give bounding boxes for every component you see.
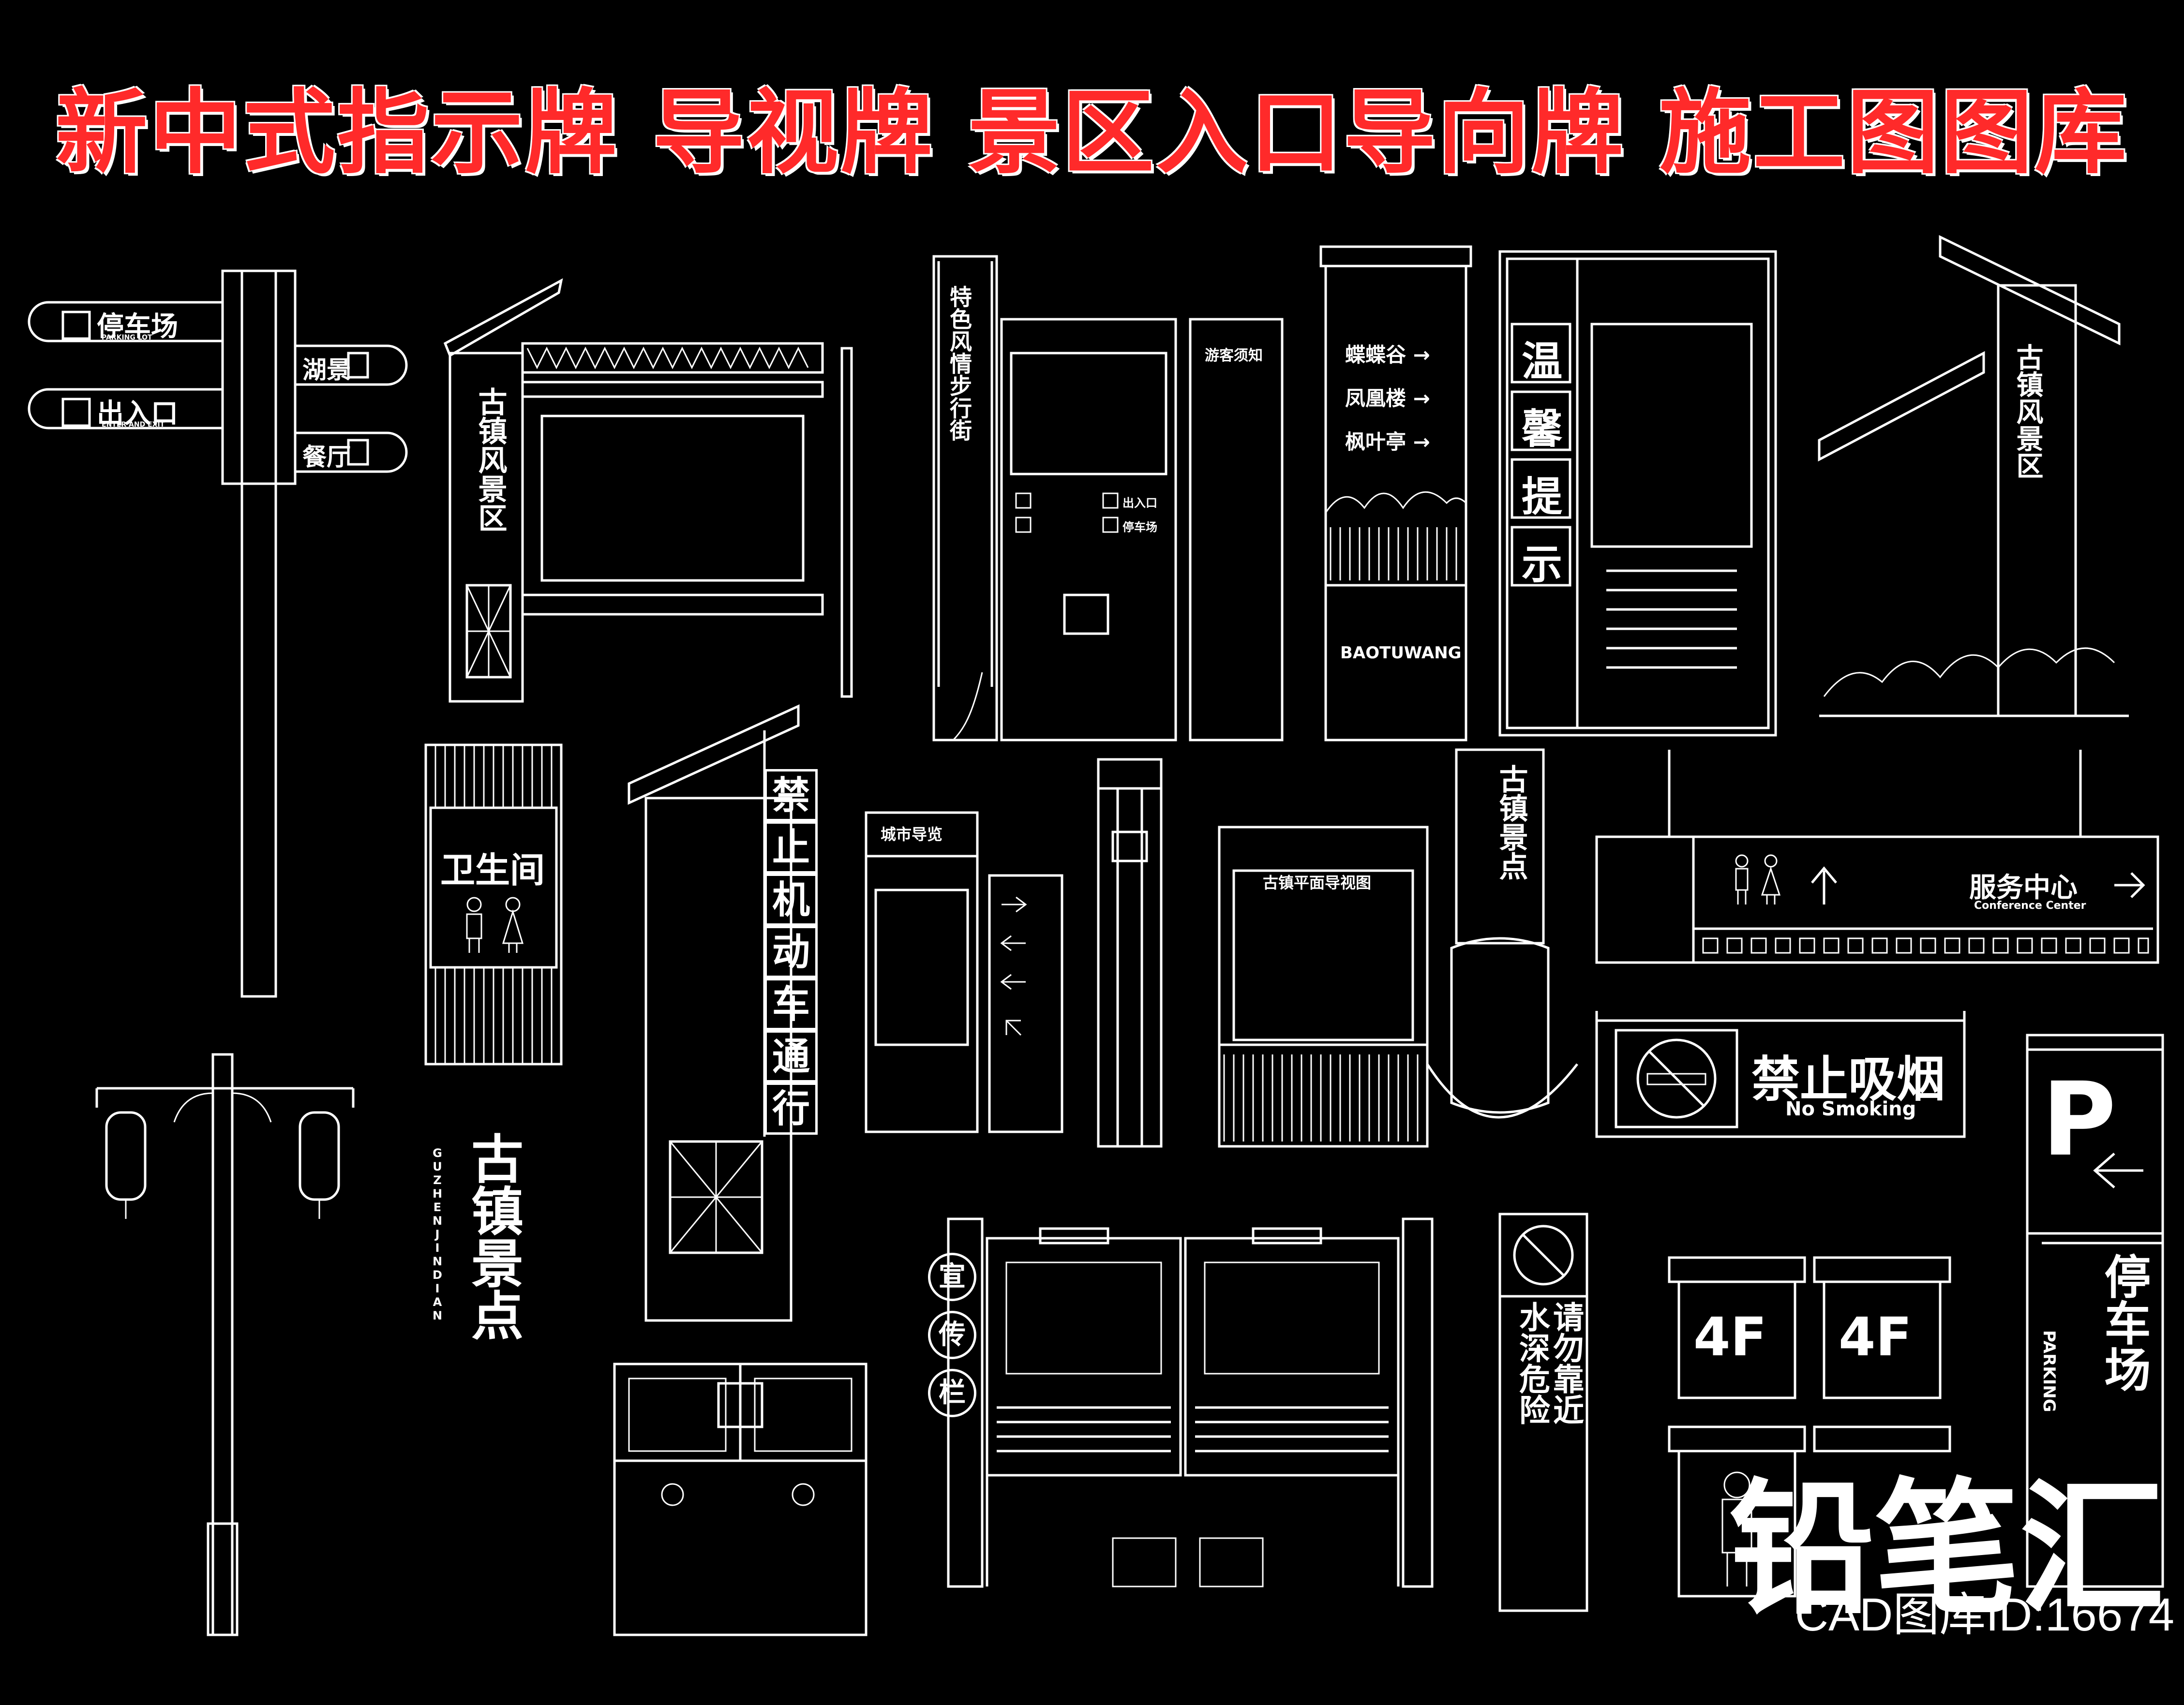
no-vehicle-char: 禁 — [764, 769, 818, 821]
trash-bin — [610, 1359, 871, 1640]
service-center-sign: 服务中心 Conference Center — [1592, 745, 2163, 967]
signpost-arm-lake: 湖景 — [302, 356, 351, 384]
warm-tip-char-1: 温 — [1522, 338, 1563, 385]
signpost-arm-exit: 出入口 — [97, 398, 178, 430]
no-vehicle-chars: 禁 止 机 动 车 通 行 — [764, 769, 818, 1135]
city-guide-drawing — [865, 811, 1063, 1133]
toilet-sign-drawing — [424, 743, 563, 1066]
directional-signpost: 停车场 PARKING LOT 出入口 ENTER AND EXIT 湖景 餐厅 — [19, 261, 416, 1011]
parking-sign-drawing — [2026, 1034, 2164, 1588]
warm-tip-char-4: 示 — [1522, 541, 1563, 588]
no-smoking-en: No Smoking — [1785, 1098, 1916, 1120]
column-sign — [1093, 755, 1166, 1151]
scenic-board-name: 古镇风景区 — [473, 387, 507, 532]
no-vehicle-char: 行 — [764, 1082, 818, 1135]
bulletin-board-drawing — [947, 1217, 1434, 1588]
service-center-en: Conference Center — [1974, 900, 2086, 912]
warm-tip-char-3: 提 — [1522, 473, 1563, 520]
brand-id: CAD图库ID:16674 — [1795, 1589, 2174, 1641]
scenic-board-right-name: 古镇风景区 — [2012, 343, 2043, 479]
direction-item-3: 枫叶亭 → — [1345, 430, 1430, 454]
toilet-sign: 卫生间 — [421, 740, 566, 1069]
water-danger-col2: 请勿靠近 — [1548, 1301, 1584, 1425]
town-sign-vertical-name: 古镇景点 — [1494, 764, 1528, 880]
map-board-header: 古镇平面导视图 — [1263, 874, 1372, 892]
map-board-drawing — [1218, 826, 1578, 1148]
service-center-label: 服务中心 — [1969, 872, 2078, 904]
town-logo-cn: 古镇景点 — [463, 1132, 523, 1341]
no-vehicle-sign: 禁 止 机 动 车 通 行 — [624, 701, 818, 1325]
street-lamp — [92, 1050, 363, 1640]
trash-bin-drawing — [613, 1363, 868, 1636]
floor-signs-drawing — [1668, 1256, 1951, 1598]
scenic-board-right-drawing — [1818, 235, 2129, 717]
notice-board-header: 游客须知 — [1205, 347, 1263, 364]
warm-tip-board: 温 馨 提 示 — [1495, 247, 1780, 740]
no-smoking-sign: 禁止吸烟 No Smoking — [1592, 1011, 1969, 1151]
city-guide-header: 城市导览 — [881, 825, 943, 844]
water-danger-drawing — [1498, 1213, 1588, 1612]
page-title: 新中式指示牌 导视牌 景区入口导向牌 施工图图库 — [55, 79, 2129, 186]
city-guide-sign: 城市导览 — [861, 808, 1069, 1137]
notice-board-drawing — [1000, 318, 1284, 741]
no-vehicle-char: 动 — [764, 926, 818, 978]
no-smoking-label: 禁止吸烟 — [1751, 1051, 1945, 1108]
street-sign-name: 特色风情步行街 — [946, 285, 972, 441]
signpost-arm-parking: 停车场 — [97, 311, 178, 342]
warm-tip-char-2: 馨 — [1522, 405, 1563, 453]
notice-option-parking: 停车场 — [1122, 520, 1157, 534]
water-danger-sign: 水深危险 请勿靠近 — [1495, 1209, 1592, 1616]
direction-item-1: 蝶蝶谷 → — [1345, 343, 1430, 367]
service-center-drawing — [1595, 750, 2159, 964]
direction-item-2: 凤凰楼 → — [1345, 386, 1430, 410]
parking-cn: 停车场 — [2096, 1253, 2151, 1392]
column-sign-drawing — [1097, 758, 1163, 1148]
no-vehicle-char: 通 — [764, 1030, 818, 1082]
street-sign-drawing — [932, 255, 998, 741]
town-logo: GUZHENJINDIAN 古镇景点 — [426, 1132, 561, 1393]
direction-post-drawing — [1319, 245, 1472, 741]
floor-signs: 4F 4F — [1664, 1253, 1960, 1601]
parking-en: PARKING — [2039, 1330, 2059, 1412]
bulletin-circle-1: 宣 — [928, 1253, 976, 1301]
brand-watermark: 铅笔汇 — [1729, 1465, 2165, 1634]
pedestrian-street-sign: 特色风情步行街 — [924, 252, 1002, 745]
floor-label-1: 4F — [1693, 1306, 1767, 1368]
signpost-drawing — [28, 269, 408, 998]
notice-option-exit: 出入口 — [1122, 496, 1157, 510]
signpost-arm-restaurant: 餐厅 — [302, 443, 351, 471]
signpost-arm-exit-en: ENTER AND EXIT — [102, 421, 165, 429]
no-vehicle-char: 止 — [764, 821, 818, 874]
bulletin-circle-2: 传 — [928, 1311, 976, 1359]
street-lamp-drawing — [95, 1053, 355, 1636]
scenic-board-drawing — [443, 278, 853, 703]
bulletin-circle-3: 栏 — [928, 1369, 976, 1417]
map-board: 古镇平面导视图 — [1214, 822, 1582, 1151]
tourist-notice-board: 游客须知 出入口 停车场 — [997, 314, 1287, 745]
signpost-arm-parking-en: PARKING LOT — [102, 334, 152, 341]
no-vehicle-char: 车 — [764, 978, 818, 1030]
scenic-board-right: 古镇风景区 — [1810, 232, 2139, 726]
parking-sign: P 停车场 PARKING — [2022, 1030, 2168, 1591]
town-logo-en: GUZHENJINDIAN — [431, 1146, 444, 1322]
parking-p: P — [2042, 1060, 2116, 1179]
no-vehicle-char: 机 — [764, 874, 818, 926]
warm-tip-drawing — [1498, 250, 1777, 737]
direction-post-brand: BAOTUWANG — [1340, 643, 1462, 663]
bulletin-board: 宣 传 栏 — [924, 1214, 1437, 1596]
town-sign-vertical: 古镇景点 — [1451, 745, 1548, 948]
town-sign-vertical-drawing — [1455, 748, 1545, 945]
toilet-label: 卫生间 — [440, 850, 545, 890]
water-danger-col1: 水深危险 — [1514, 1301, 1550, 1425]
direction-post: 蝶蝶谷 → 凤凰楼 → 枫叶亭 → BAOTUWANG — [1311, 242, 1481, 745]
scenic-entrance-board: 古镇风景区 — [431, 276, 885, 711]
floor-label-2: 4F — [1839, 1306, 1912, 1368]
no-smoking-drawing — [1595, 1011, 1966, 1138]
